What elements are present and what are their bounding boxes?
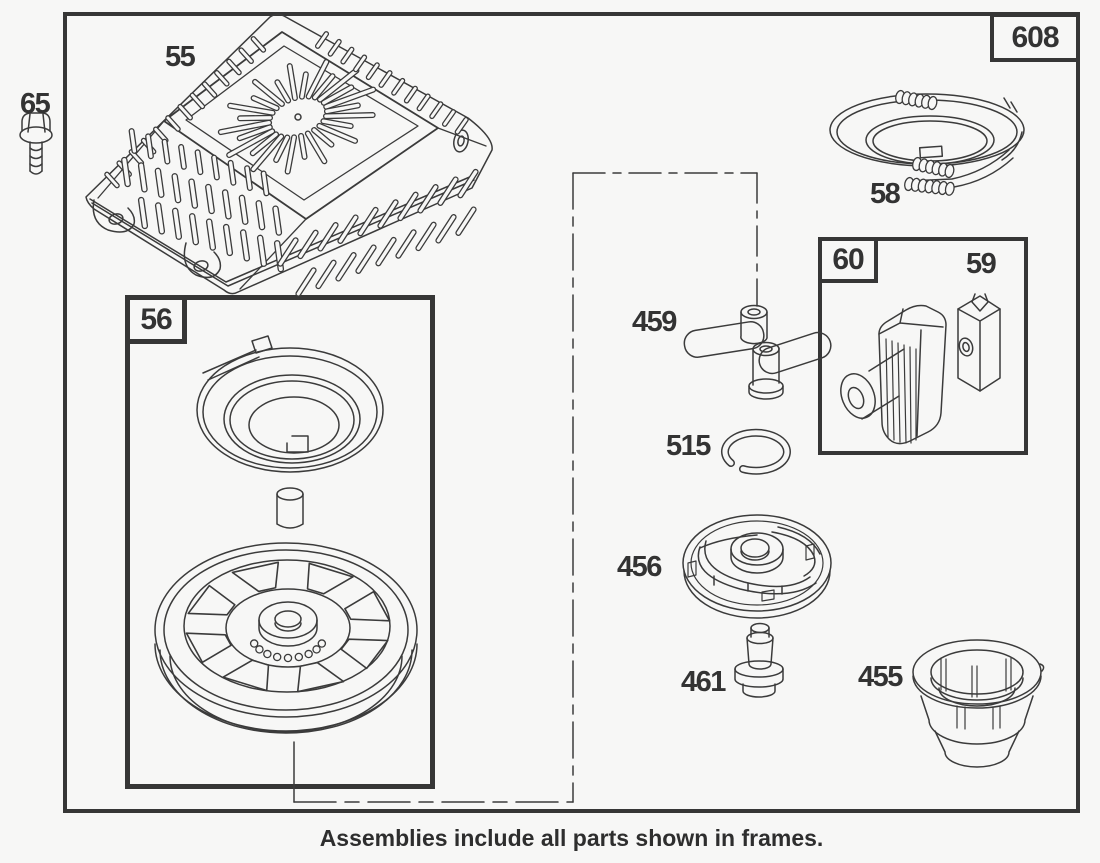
part-65-bolt — [19, 112, 53, 175]
assembly-number-box: 608 — [990, 12, 1080, 62]
part-461-pin — [734, 622, 784, 698]
part-55-blower-housing — [85, 13, 493, 295]
part-label-455: 455 — [858, 661, 903, 693]
frame-60-label: 60 — [832, 243, 864, 276]
part-label-461: 461 — [681, 666, 726, 698]
part-label-456: 456 — [617, 551, 662, 583]
part-515-retaining-ring — [721, 428, 791, 475]
part-label-55: 55 — [165, 41, 196, 73]
part-59-rope-guide — [957, 293, 1001, 392]
pulley-hub — [258, 601, 318, 647]
part-455-clutch-cup — [912, 639, 1045, 768]
part-starter-pulley — [154, 542, 418, 734]
part-label-459: 459 — [632, 306, 677, 338]
frame-56-label: 56 — [140, 302, 172, 336]
assembly-dashed-frame — [293, 172, 758, 803]
part-rewind-spring — [196, 335, 384, 473]
frame-60 — [818, 237, 1028, 455]
main-frame — [63, 12, 1080, 813]
part-60-starter-grip — [840, 304, 947, 445]
pulley-fan-fins — [185, 561, 391, 693]
housing-vent-slots — [104, 31, 479, 297]
frame-60-tab: 60 — [822, 241, 878, 283]
spring-coil-texture — [895, 89, 955, 196]
part-spacer-pin — [276, 487, 304, 529]
part-label-59: 59 — [966, 248, 997, 280]
frame-56 — [125, 295, 435, 789]
assembly-number-label: 608 — [1011, 20, 1059, 54]
part-label-515: 515 — [666, 430, 711, 462]
pulley-hub-teeth — [249, 639, 327, 663]
part-459-pawls — [683, 304, 832, 400]
part-label-65: 65 — [20, 88, 51, 120]
part-456-ratchet — [682, 514, 832, 619]
part-label-58: 58 — [870, 178, 901, 210]
frame-56-tab: 56 — [130, 300, 187, 344]
diagram-caption: Assemblies include all parts shown in fr… — [319, 825, 824, 851]
